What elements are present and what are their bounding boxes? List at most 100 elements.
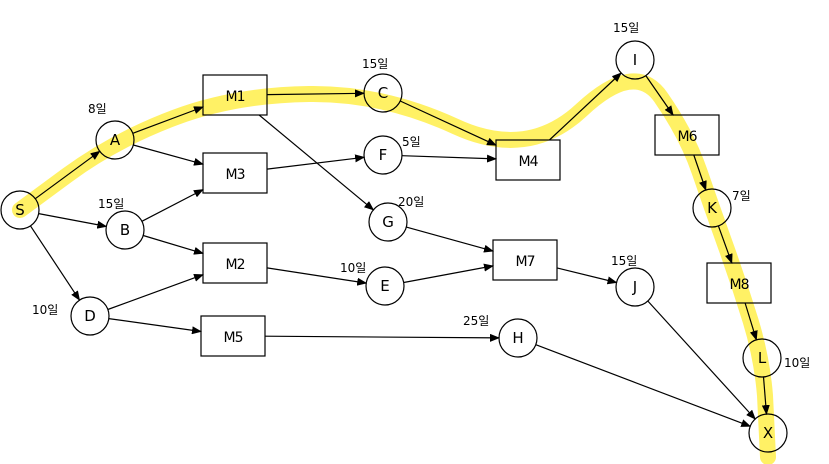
milestone-rect xyxy=(706,262,772,304)
edge-i-to-m6 xyxy=(645,75,674,116)
event-circle xyxy=(615,40,655,80)
duration-label-a: 8일 xyxy=(88,102,107,116)
edge-k-to-m8 xyxy=(717,225,733,264)
edge-a-to-m3 xyxy=(133,144,204,166)
duration-label-l: 10일 xyxy=(784,356,810,370)
event-node-i: I xyxy=(615,40,655,80)
milestone-rect xyxy=(202,152,268,194)
event-circle xyxy=(70,296,110,336)
milestone-label: M7 xyxy=(516,254,535,270)
milestone-rect xyxy=(202,74,268,116)
edge-m4-to-i xyxy=(548,72,622,141)
event-circle xyxy=(363,135,403,175)
edge-a-to-m1 xyxy=(132,106,204,134)
event-circle xyxy=(498,318,538,358)
duration-label-c: 15일 xyxy=(362,57,388,71)
milestone-box-m7: M7 xyxy=(492,239,558,281)
event-label: B xyxy=(120,221,130,239)
duration-label-i: 15일 xyxy=(613,21,639,35)
milestone-box-m3: M3 xyxy=(202,152,268,194)
event-circle xyxy=(692,188,732,228)
event-node-j: J xyxy=(615,267,655,307)
event-node-x: X xyxy=(748,413,788,453)
milestone-rect xyxy=(202,242,268,284)
milestone-box-m5: M5 xyxy=(200,315,266,357)
event-circle xyxy=(0,190,40,230)
edge-d-to-m5 xyxy=(108,318,202,335)
event-node-h: H xyxy=(498,318,538,358)
event-node-k: K xyxy=(692,188,732,228)
duration-label-f: 5일 xyxy=(402,135,421,149)
event-circle xyxy=(368,202,408,242)
edges xyxy=(29,72,770,427)
edge-g-to-m7 xyxy=(406,226,494,253)
duration-label-k: 7일 xyxy=(732,189,751,203)
edge-e-to-m7 xyxy=(403,263,494,284)
event-node-g: G xyxy=(368,202,408,242)
event-node-s: S xyxy=(0,190,40,230)
edge-m3-to-f xyxy=(266,154,366,170)
milestone-label: M5 xyxy=(224,330,243,346)
duration-label-g: 20일 xyxy=(398,195,424,209)
edge-m5-to-h xyxy=(264,333,500,342)
event-label: E xyxy=(380,277,389,295)
event-label: F xyxy=(379,146,388,164)
event-node-a: A xyxy=(95,120,135,160)
edge-f-to-m4 xyxy=(401,154,497,163)
milestone-label: M2 xyxy=(226,257,245,273)
event-circle xyxy=(363,73,403,113)
event-label: S xyxy=(15,201,25,219)
duration-label-e: 10일 xyxy=(340,261,366,275)
event-circle xyxy=(748,413,788,453)
edge-c-to-m4 xyxy=(399,100,497,146)
milestone-box-m1: M1 xyxy=(202,74,268,116)
event-circle xyxy=(742,338,782,378)
duration-label-h: 25일 xyxy=(463,314,489,328)
edge-s-to-b xyxy=(38,213,108,229)
milestone-rect xyxy=(495,139,561,181)
event-node-c: C xyxy=(363,73,403,113)
milestone-rect xyxy=(654,114,720,156)
edge-m6-to-k xyxy=(693,154,707,191)
milestone-box-m2: M2 xyxy=(202,242,268,284)
edge-m2-to-e xyxy=(266,267,368,286)
edge-m1-to-c xyxy=(266,89,365,98)
milestone-label: M8 xyxy=(730,277,749,293)
duration-labels: 8일 15일 15일 10일 10일 5일 20일 25일 15일 15일 7일 10일 xyxy=(32,21,810,370)
event-label: H xyxy=(512,329,523,347)
duration-label-j: 15일 xyxy=(611,254,637,268)
milestone-label: M4 xyxy=(519,154,539,170)
event-label: A xyxy=(110,131,121,149)
event-label: K xyxy=(707,199,718,217)
edge-j-to-x xyxy=(647,300,756,420)
edge-l-to-x xyxy=(761,376,770,416)
milestone-label: M1 xyxy=(226,89,245,105)
event-node-b: B xyxy=(105,210,145,250)
duration-label-b: 15일 xyxy=(98,197,124,211)
edge-m7-to-j xyxy=(556,267,618,285)
duration-label-d: 10일 xyxy=(32,303,58,317)
event-label: C xyxy=(378,84,388,102)
edge-d-to-m2 xyxy=(107,274,204,311)
edge-b-to-m2 xyxy=(143,234,204,255)
edge-h-to-x xyxy=(535,344,752,427)
edge-s-to-a xyxy=(34,150,101,200)
edge-b-to-m3 xyxy=(141,189,204,222)
event-label: G xyxy=(382,213,394,231)
event-label: J xyxy=(632,278,637,296)
milestone-rect xyxy=(200,315,266,357)
edge-m1-to-g xyxy=(258,114,375,211)
event-circle xyxy=(105,210,145,250)
milestone-box-m6: M6 xyxy=(654,114,720,156)
event-label: L xyxy=(758,349,767,367)
event-label: X xyxy=(763,424,773,442)
edge-s-to-d xyxy=(29,225,81,301)
milestone-box-m4: M4 xyxy=(495,139,561,181)
milestone-label: M6 xyxy=(678,129,698,145)
event-circle xyxy=(615,267,655,307)
milestone-box-m8: M8 xyxy=(706,262,772,304)
milestone-rect xyxy=(492,239,558,281)
